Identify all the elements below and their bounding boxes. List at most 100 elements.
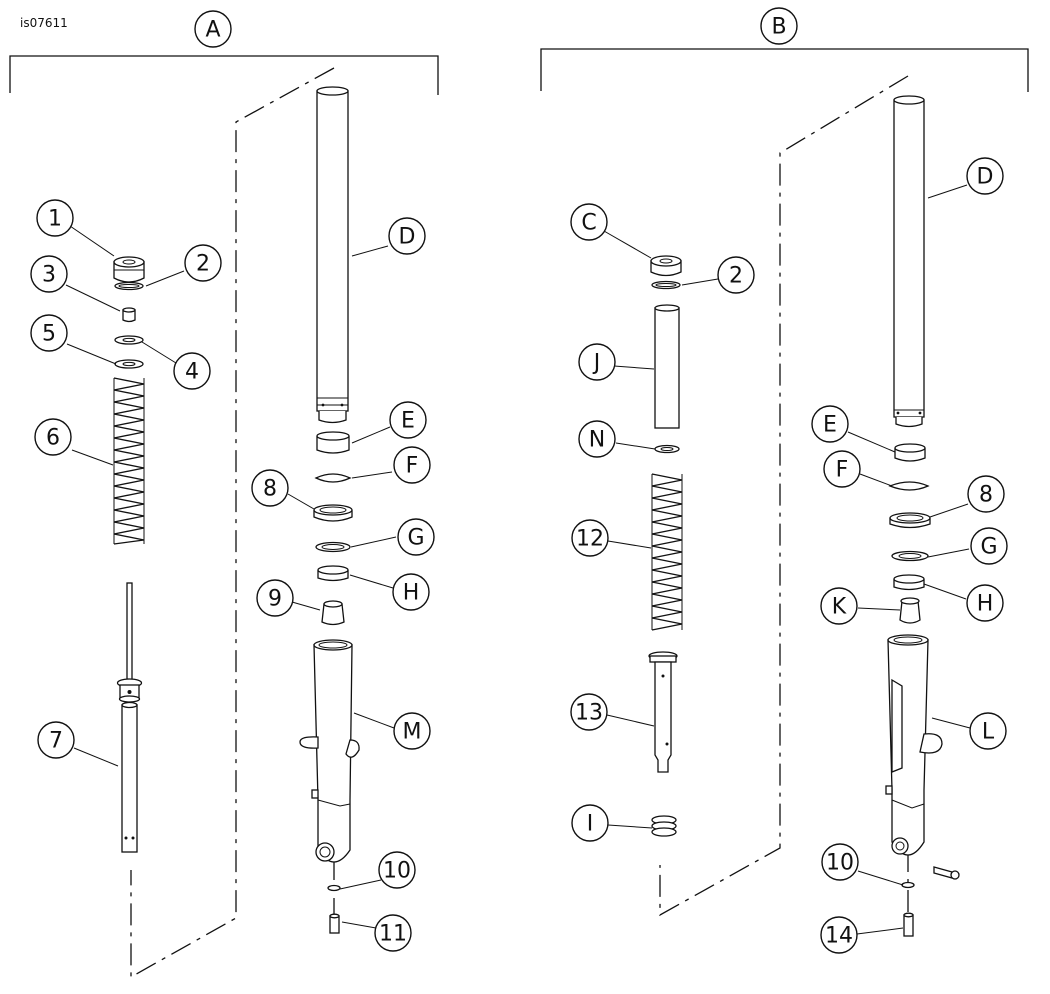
- callout-b-j: J: [578, 343, 616, 381]
- group-a: A: [9, 10, 439, 979]
- part-3-nut: [122, 307, 136, 323]
- part-8-seal: [313, 504, 353, 522]
- part-h-bushing: [317, 565, 349, 582]
- part-d-inner-tube-b: [893, 95, 925, 428]
- callout-b-n: N: [578, 420, 616, 458]
- part-7-damper-rod: [116, 582, 143, 853]
- callout-a-h: H: [392, 573, 430, 611]
- svg-text:5: 5: [42, 322, 56, 347]
- figure-id: is07611: [20, 16, 68, 30]
- callout-b-8: 8: [967, 475, 1005, 513]
- part-j-spacer-tube: [654, 304, 680, 429]
- part-8-seal-b: [889, 512, 931, 529]
- group-b-bracket: [540, 48, 1029, 92]
- svg-text:13: 13: [575, 701, 603, 726]
- svg-text:K: K: [832, 595, 847, 620]
- callout-b-2: 2: [717, 256, 755, 294]
- callout-a-10: 10: [378, 851, 416, 889]
- part-h-bushing-b: [893, 574, 925, 591]
- svg-text:D: D: [399, 225, 416, 250]
- callout-a-11: 11: [374, 914, 412, 952]
- part-g-washer-b: [891, 550, 929, 562]
- callout-a-2: 2: [184, 244, 222, 282]
- svg-text:G: G: [980, 535, 997, 560]
- callout-b-d: D: [966, 157, 1004, 195]
- part-e-bushing-b: [894, 443, 926, 462]
- svg-text:E: E: [401, 409, 415, 434]
- svg-text:E: E: [823, 413, 837, 438]
- svg-text:A: A: [205, 18, 220, 43]
- callout-a-g: G: [397, 518, 435, 556]
- callout-b-i: I: [571, 804, 609, 842]
- callout-a-d: D: [388, 217, 426, 255]
- svg-text:H: H: [403, 581, 420, 606]
- callout-b-c: C: [570, 203, 608, 241]
- part-d-inner-tube: [316, 86, 349, 424]
- svg-text:C: C: [581, 211, 596, 236]
- svg-text:14: 14: [825, 924, 853, 949]
- callout-b-l: L: [969, 712, 1007, 750]
- callout-b-12: 12: [571, 519, 609, 557]
- callout-b-h: H: [966, 584, 1004, 622]
- callout-b-e: E: [811, 405, 849, 443]
- group-a-label: A: [194, 10, 232, 48]
- callout-a-m: M: [393, 712, 431, 750]
- svg-text:10: 10: [383, 859, 411, 884]
- svg-text:8: 8: [979, 483, 993, 508]
- group-b-leaders: [603, 184, 971, 935]
- callout-a-8: 8: [251, 469, 289, 507]
- group-a-bracket: [9, 55, 439, 95]
- callout-b-10: 10: [821, 843, 859, 881]
- part-g-washer: [315, 541, 351, 553]
- callout-a-1: 1: [36, 199, 74, 237]
- svg-text:L: L: [982, 720, 995, 745]
- svg-text:11: 11: [379, 922, 407, 947]
- svg-text:2: 2: [729, 264, 743, 289]
- svg-text:1: 1: [48, 207, 62, 232]
- svg-text:B: B: [771, 15, 786, 40]
- part-axle-pinch-bolt: [933, 866, 960, 880]
- callout-a-6: 6: [34, 418, 72, 456]
- svg-text:8: 8: [263, 477, 277, 502]
- callout-b-f: F: [823, 450, 861, 488]
- callout-a-9: 9: [256, 579, 294, 617]
- callout-a-e: E: [389, 401, 427, 439]
- part-9-oil-lock: [321, 600, 345, 626]
- callout-a-5: 5: [30, 314, 68, 352]
- svg-text:I: I: [587, 812, 594, 837]
- svg-text:6: 6: [46, 426, 60, 451]
- part-e-bushing: [316, 431, 350, 454]
- part-l-fork-slider: [885, 634, 943, 856]
- callout-a-4: 4: [173, 352, 211, 390]
- callout-a-3: 3: [30, 255, 68, 293]
- group-a-centerline: [130, 67, 335, 979]
- svg-text:M: M: [403, 720, 422, 745]
- part-c-cap: [650, 255, 682, 277]
- svg-text:4: 4: [185, 360, 199, 385]
- svg-text:10: 10: [826, 851, 854, 876]
- callout-b-13: 13: [570, 693, 608, 731]
- svg-text:J: J: [592, 351, 601, 376]
- part-6-spring: [113, 377, 145, 545]
- callout-b-g: G: [970, 527, 1008, 565]
- part-m-fork-slider: [299, 639, 360, 863]
- part-10-washer-b: [901, 881, 915, 889]
- part-f-clip: [314, 473, 352, 483]
- callout-b-14: 14: [820, 916, 858, 954]
- part-12-spring: [651, 473, 683, 631]
- svg-text:D: D: [977, 165, 994, 190]
- part-5-spacer: [114, 359, 144, 369]
- callout-a-f: F: [393, 446, 431, 484]
- part-1-fork-cap: [113, 256, 145, 283]
- part-11-bolt: [329, 913, 340, 934]
- part-2-o-ring: [114, 281, 144, 291]
- svg-text:2: 2: [196, 252, 210, 277]
- svg-text:3: 3: [42, 263, 56, 288]
- svg-text:G: G: [407, 526, 424, 551]
- part-f-clip-b: [888, 481, 930, 491]
- group-b-centerline: [659, 75, 909, 917]
- group-b: B: [540, 7, 1029, 954]
- svg-text:12: 12: [576, 527, 604, 552]
- svg-text:7: 7: [49, 729, 63, 754]
